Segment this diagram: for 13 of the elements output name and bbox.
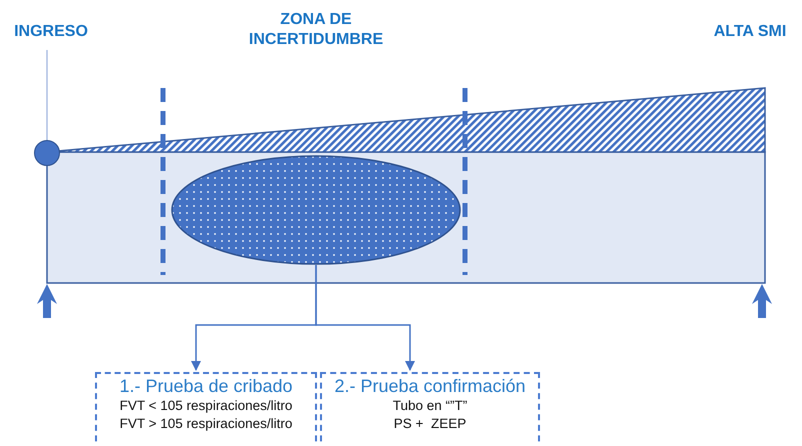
leader-line	[46, 50, 48, 140]
start-dot	[34, 140, 60, 166]
zone-label: ALTA SMI	[712, 22, 788, 42]
box-heading: 2.- Prueba confirmación	[333, 376, 527, 397]
criterion-text: PS + ZEEP	[392, 415, 468, 433]
criterion-text: FVT > 105 respiraciones/litro	[118, 415, 294, 433]
stage-label: INGRESO	[6, 22, 96, 42]
zone-label: ZONA DE INCERTIDUMBRE	[248, 10, 384, 50]
criterion-text: Tubo en “”T”	[392, 397, 468, 415]
criterion-text: FVT < 105 respiraciones/litro	[118, 397, 294, 415]
box-heading: 1.- Prueba de cribado	[118, 376, 294, 397]
arrow	[315, 265, 415, 371]
dotted-ellipse	[171, 155, 461, 265]
